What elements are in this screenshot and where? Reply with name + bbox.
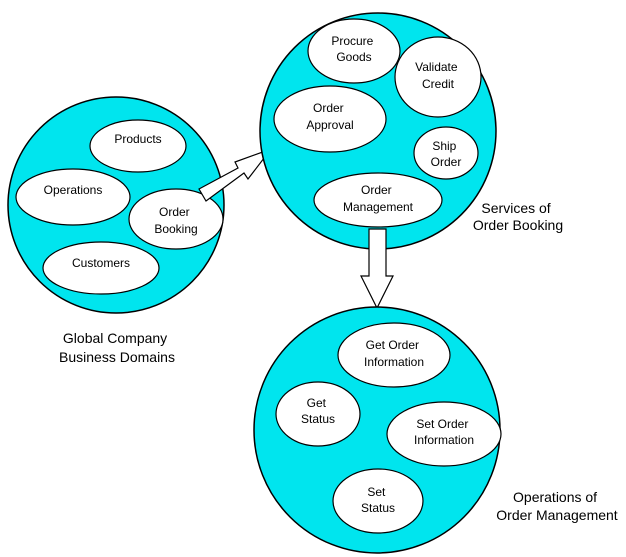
set-status-label: Set Status: [361, 485, 395, 515]
customers-label: Customers: [72, 256, 130, 270]
order-booking-domain-ellipse: [128, 188, 224, 250]
booking-services-caption: Services of Order Booking: [473, 200, 563, 233]
ship-order-label: Ship Order: [431, 139, 462, 169]
order-approval-label: Order Approval: [306, 101, 353, 132]
arrow-to-booking-services: [198, 147, 273, 202]
procure-goods-ellipse: [307, 18, 401, 84]
get-status-ellipse: [275, 381, 361, 447]
get-order-information-ellipse: [337, 322, 451, 388]
get-order-information-label: Get Order Information: [364, 338, 424, 369]
business-domains-caption: Global Company Business Domains: [59, 330, 175, 365]
products-ellipse: [89, 119, 187, 173]
validate-credit-ellipse: [394, 36, 482, 118]
get-status-label: Get Status: [301, 396, 335, 426]
operations-label: Operations: [44, 183, 103, 197]
management-operations-group: Get Order Information Get Status Set Ord…: [253, 306, 502, 554]
business-domains-group: Products Operations Order Booking Custom…: [7, 96, 225, 314]
ship-order-ellipse: [413, 126, 479, 180]
operations-ellipse: [15, 168, 131, 226]
products-label: Products: [114, 132, 161, 146]
validate-credit-label: Validate Credit: [415, 60, 461, 91]
set-order-information-ellipse: [386, 401, 502, 467]
set-order-information-label: Set Order Information: [414, 417, 474, 447]
order-approval-ellipse: [273, 85, 387, 153]
order-booking-domain-label: Order Booking: [154, 205, 197, 236]
management-operations-caption: Operations of Order Management: [496, 489, 618, 523]
order-management-label: Order Management: [343, 183, 414, 214]
set-status-ellipse: [332, 468, 424, 534]
customers-ellipse: [42, 241, 160, 295]
arrow-to-management-operations: [360, 228, 394, 310]
booking-services-group: Procure Goods Validate Credit Order Appr…: [259, 12, 497, 250]
procure-goods-label: Procure Goods: [331, 34, 376, 64]
order-management-ellipse: [313, 172, 443, 228]
